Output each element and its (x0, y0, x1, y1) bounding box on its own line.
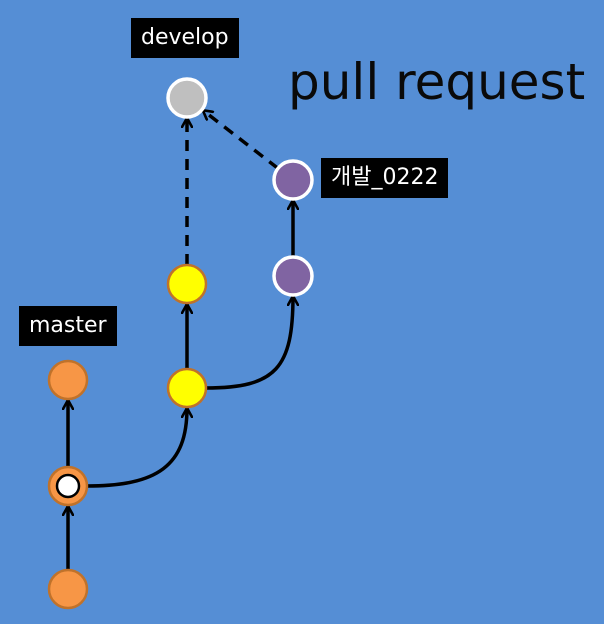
commit-node-master-1 (47, 568, 89, 610)
edge-develop-1-to-feature-1 (205, 296, 293, 390)
master-branch-label: master (19, 306, 117, 346)
commit-node-feature-1 (272, 255, 314, 297)
commit-marker-master-2 (55, 473, 81, 499)
commit-node-develop-2 (166, 263, 208, 305)
edge-feature-2-to-develop-head (203, 110, 280, 170)
commit-node-develop-head (166, 77, 208, 119)
edge-master-2-to-develop-1 (86, 408, 187, 488)
commit-node-develop-1 (166, 367, 208, 409)
commit-node-feature-2 (272, 159, 314, 201)
develop-branch-label: develop (131, 18, 239, 58)
commit-node-master-3 (47, 359, 89, 401)
feature-branch-label: 개발_0222 (321, 158, 449, 198)
diagram-title: pull request (288, 53, 586, 111)
